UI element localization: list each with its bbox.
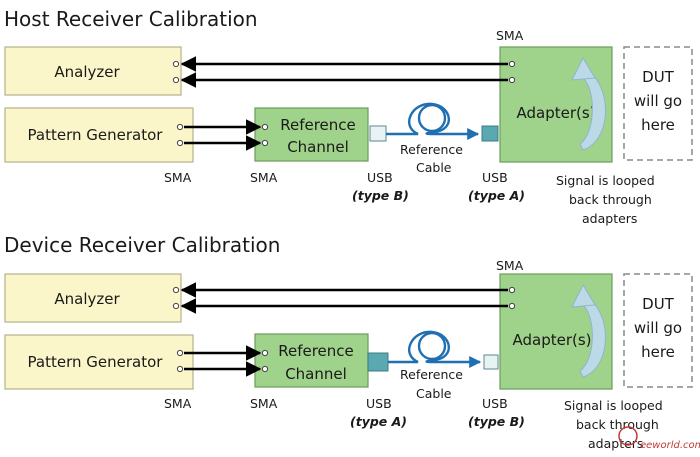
host-reference-cable-line2: Cable [416, 160, 452, 175]
device-pattern-generator-label: Pattern Generator [28, 353, 164, 371]
device-section: Device Receiver Calibration SMA Analyzer… [4, 233, 693, 451]
device-dut-box [623, 273, 693, 388]
device-usb-type-a-connector [367, 352, 389, 372]
device-pattern-generator-box [4, 334, 194, 390]
host-dut-box [623, 46, 693, 161]
device-reference-cable [388, 330, 482, 368]
device-sma-mid-label: SMA [250, 396, 278, 411]
host-usb-right-label: USB [482, 170, 508, 185]
host-usb-type-b-connector [369, 125, 387, 142]
host-reference-cable-line1: Reference [400, 142, 463, 157]
device-analyzer-label: Analyzer [54, 290, 120, 308]
device-title: Device Receiver Calibration [4, 233, 280, 257]
host-loop-note-line3: adapters [582, 211, 637, 226]
host-pattern-generator-label: Pattern Generator [28, 126, 164, 144]
device-sma-top-label: SMA [496, 258, 524, 273]
host-usb-right-type: (type A) [468, 188, 525, 203]
device-dut-line1: DUT [642, 295, 675, 313]
host-pg-port-2 [176, 139, 184, 147]
host-cable-loop-inner [417, 103, 447, 133]
device-reference-channel-line2: Channel [285, 365, 347, 383]
host-analyzer-label: Analyzer [54, 63, 120, 81]
device-rc-port-2 [261, 365, 269, 373]
host-analyzer-port-2 [172, 76, 180, 84]
host-reference-channel-box [254, 107, 369, 162]
device-reference-channel-box [254, 333, 369, 388]
host-pg-port-1 [176, 123, 184, 131]
device-dut-line2: will go [634, 319, 682, 337]
host-section: Host Receiver Calibration SMA Analyzer P… [4, 7, 693, 226]
device-adapter-port-2 [508, 302, 516, 310]
host-sma-mid-label: SMA [250, 170, 278, 185]
host-rc-port-1 [261, 123, 269, 131]
host-adapters-label: Adapter(s) [516, 104, 595, 122]
host-analyzer-box [4, 46, 182, 96]
host-sma-left-label: SMA [164, 170, 192, 185]
host-reference-channel-line2: Channel [287, 138, 349, 156]
device-usb-left-label: USB [366, 396, 392, 411]
device-usb-right-label: USB [482, 396, 508, 411]
host-usb-left-type: (type B) [352, 188, 409, 203]
device-reference-cable-line1: Reference [400, 367, 463, 382]
host-loop-note-line1: Signal is looped [556, 173, 655, 188]
device-loop-note-line3: adapters [588, 436, 643, 451]
device-usb-right-type: (type B) [468, 414, 525, 429]
host-title: Host Receiver Calibration [4, 7, 258, 31]
host-dut-line2: will go [634, 92, 682, 110]
device-analyzer-port-1 [172, 286, 180, 294]
device-pg-port-1 [176, 349, 184, 357]
host-adapter-port-2 [508, 76, 516, 84]
host-loop-arrowhead [571, 56, 596, 81]
device-analyzer-box [4, 273, 182, 323]
host-reference-cable [386, 102, 480, 140]
host-pattern-generator-box [4, 107, 194, 163]
device-dut-line3: here [641, 343, 675, 361]
host-rc-port-2 [261, 139, 269, 147]
device-loop-arrowhead [571, 283, 596, 308]
host-loop-note-line2: back through [569, 192, 652, 207]
device-adapter-port-1 [508, 286, 516, 294]
device-pg-port-2 [176, 365, 184, 373]
device-loop-arrow [579, 294, 606, 378]
watermark-text: eeworld.com.cn [640, 440, 700, 451]
host-loop-arrow [579, 67, 606, 151]
host-analyzer-port-1 [172, 60, 180, 68]
host-dut-line3: here [641, 116, 675, 134]
host-sma-top-label: SMA [496, 28, 524, 43]
device-usb-left-type: (type A) [350, 414, 407, 429]
device-cable-loop-inner [417, 331, 447, 361]
device-loop-note-line2: back through [576, 417, 659, 432]
host-reference-channel-line1: Reference [280, 116, 356, 134]
device-reference-channel-line1: Reference [278, 342, 354, 360]
device-usb-type-b-connector [483, 354, 499, 370]
watermark-logo-icon [618, 426, 638, 446]
host-dut-line1: DUT [642, 68, 675, 86]
device-sma-left-label: SMA [164, 396, 192, 411]
device-reference-cable-line2: Cable [416, 386, 452, 401]
device-adapters-label: Adapter(s) [512, 331, 591, 349]
host-adapter-port-1 [508, 60, 516, 68]
host-usb-type-a-connector [481, 125, 499, 142]
device-analyzer-port-2 [172, 302, 180, 310]
device-loop-note-line1: Signal is looped [564, 398, 663, 413]
host-usb-left-label: USB [367, 170, 393, 185]
device-rc-port-1 [261, 349, 269, 357]
